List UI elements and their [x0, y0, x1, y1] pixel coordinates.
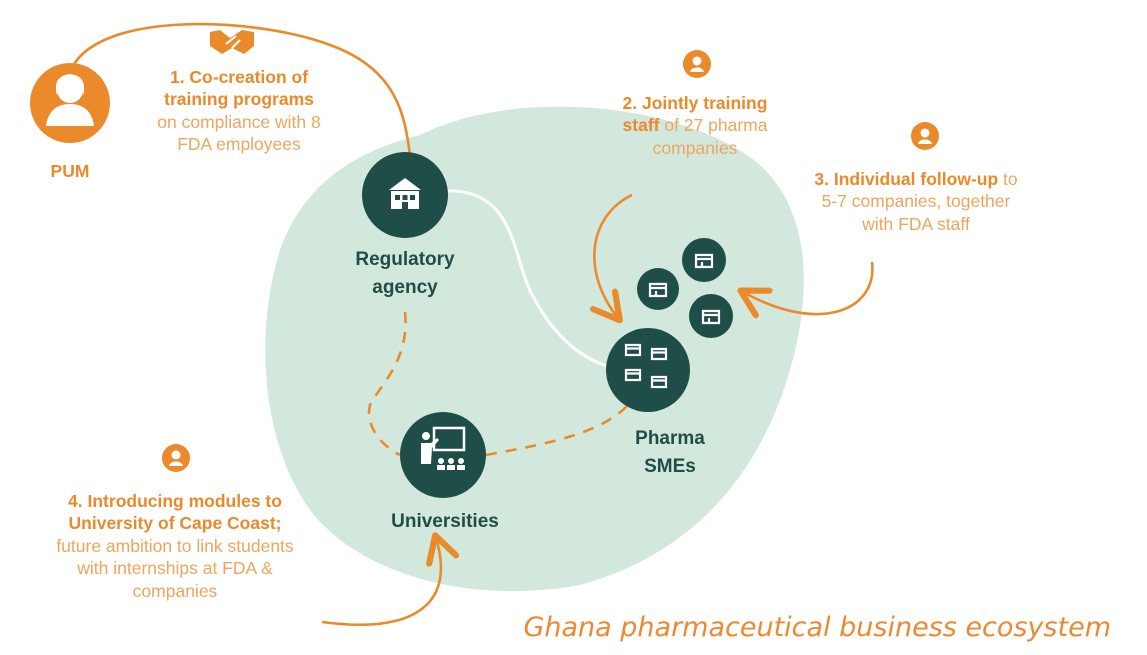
pum-connector: [66, 22, 412, 156]
step-3-desc-line3: with FDA staff: [862, 213, 970, 234]
regulatory-pharma-link: [431, 189, 626, 372]
pharma-label-line2: SMEs: [644, 455, 696, 477]
arrow-step3: [743, 261, 874, 314]
regulatory-universities-link: [367, 311, 407, 457]
person-badge-icon: [162, 444, 190, 472]
step-4-heading-line2: University of Cape Coast;: [68, 513, 282, 534]
step-4-heading-line1: 4. Introducing modules to: [68, 491, 282, 511]
regulatory-label-line1: Regulatory: [355, 249, 455, 270]
step-4-desc-line1: future ambition to link students: [56, 535, 294, 556]
step-1-desc-line1: on compliance with 8: [157, 111, 321, 132]
pharma-smes-label: Pharma SMEs: [600, 425, 740, 480]
step-3-text: 3. Individual follow-up to 5-7 companies…: [788, 168, 1044, 235]
arrow-step2: [594, 193, 633, 318]
handshake-icon: [210, 30, 254, 54]
step-3-desc-line1: to: [998, 169, 1018, 189]
step-1-heading-line2: training programs: [164, 89, 314, 110]
universities-label: Universities: [391, 511, 499, 532]
step-4-desc-line2: with internships at FDA &: [77, 558, 273, 579]
step-3-heading: 3. Individual follow-up: [814, 169, 999, 189]
step-2-desc-line2: companies: [652, 137, 738, 158]
step-1-desc-line2: FDA employees: [177, 134, 301, 155]
regulatory-agency-label: Regulatory agency: [330, 246, 480, 301]
step-1-text: 1. Co-creation of training programs on c…: [118, 66, 360, 156]
arrow-step4: [321, 538, 441, 626]
regulatory-label-line2: agency: [372, 276, 438, 298]
step-2-heading-line2: staff: [622, 115, 660, 136]
teacher-classroom-icon: [400, 412, 486, 498]
ecosystem-area: [265, 106, 804, 592]
person-icon: [30, 63, 110, 143]
step-1-heading-line1: 1. Co-creation of: [169, 67, 309, 87]
step-2-desc-line1: of 27 pharma: [659, 115, 768, 136]
person-badge-icon: [683, 50, 711, 78]
shop-icon: [606, 238, 733, 412]
step-4-text: 4. Introducing modules to University of …: [24, 490, 326, 602]
pum-label: PUM: [50, 161, 90, 181]
step-3-desc-line2: 5-7 companies, together: [821, 191, 1011, 212]
government-building-icon: [362, 152, 448, 238]
step-4-desc-line3: companies: [132, 580, 218, 601]
caption: Ghana pharmaceutical business ecosystem: [523, 612, 1111, 643]
step-2-heading-line1: 2. Jointly training: [622, 93, 768, 113]
step-2-text: 2. Jointly training staff of 27 pharma c…: [590, 92, 800, 159]
pharma-label-line1: Pharma: [635, 428, 705, 449]
universities-pharma-link: [485, 404, 629, 457]
person-badge-icon: [911, 122, 939, 150]
